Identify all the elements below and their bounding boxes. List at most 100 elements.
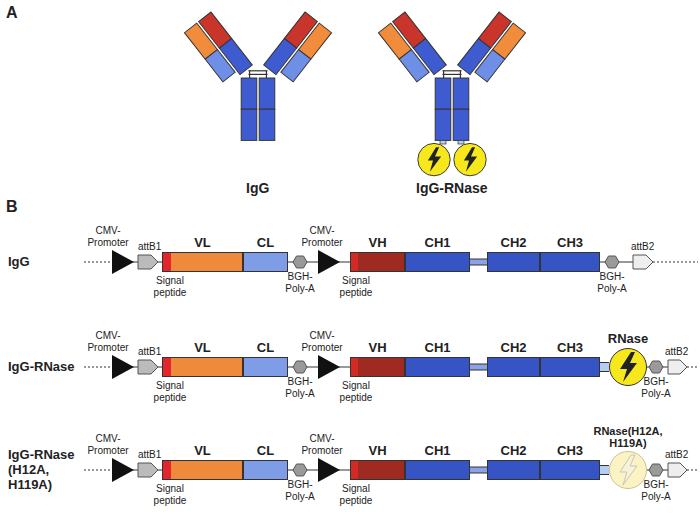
promoter-label: CMV-Promoter [84,225,132,248]
igg-rnase-antibody [378,12,525,176]
hinge-connector [469,470,488,471]
promoter-label: CMV-Promoter [84,433,132,456]
domain-label: CL [257,444,274,458]
constant-heavy-domain: CH2 [487,460,540,480]
hinge-connector [469,262,488,263]
panel-letter: A [6,4,18,22]
constant-heavy-domain: CH3 [540,252,600,272]
antibody-name: IgG-RNase [416,180,488,196]
attb-site [138,255,158,269]
construct-backbone [84,355,698,379]
construct-name: IgG-RNase [8,360,84,375]
attb-site [633,255,653,269]
inactive-rnase-circle: RNase(H12A, H119A) [609,451,647,489]
lightning-symbol [610,452,646,488]
attb-site [138,463,158,477]
constant-light-domain: CL [243,357,288,377]
constant-heavy-domain: CH1 [405,252,470,272]
constant-heavy-domain: CH2 [487,252,540,272]
domain-label: VL [194,341,211,355]
promoter-triangle [318,250,340,274]
polya-label: BGH-Poly-A [278,376,322,399]
promoter-triangle [112,250,134,274]
construct-name: IgG-RNase (H12A, H119A) [8,448,84,493]
promoter-label: CMV-Promoter [298,433,346,456]
promoter-label: CMV-Promoter [298,330,346,353]
site-label: attB1 [138,241,161,253]
promoter-triangle [318,355,340,379]
construct-backbone [84,250,698,274]
domain-label: VH [368,444,386,458]
construct-backbone [84,458,698,482]
domain-label: VH [368,236,386,250]
polya-hexagon [293,361,307,373]
polya-hexagon [649,464,663,476]
polya-hexagon [649,361,663,373]
constant-light-domain: CL [243,460,288,480]
variable-light-domain: VL [162,460,243,480]
signal-peptide-label: Signal peptide [147,275,193,298]
domain-label: CH3 [557,444,583,458]
signal-peptide-label: Signal peptide [147,483,193,506]
attb-site [138,360,158,374]
constant-heavy-domain: CH2 [487,357,540,377]
signal-peptide-label: Signal peptide [333,275,379,298]
domain-label: VH [368,341,386,355]
attb-site [668,463,687,477]
variable-heavy-domain: VH [350,357,405,377]
domain-label: CH1 [424,236,450,250]
attb-site [668,360,687,374]
site-label: attB1 [138,449,161,461]
hinge-connector [469,367,488,368]
promoter-triangle [112,458,134,482]
rnase-circle [454,143,486,175]
constant-heavy-domain: CH1 [405,357,470,377]
rnase-circle: RNase [609,348,647,386]
domain-label: CL [257,236,274,250]
promoter-triangle [318,458,340,482]
lightning-symbol [610,349,646,385]
panel-letter: B [6,198,18,216]
constant-heavy-domain: CH1 [405,460,470,480]
polya-hexagon [605,256,619,268]
variable-light-domain: VL [162,357,243,377]
polya-label: BGH-Poly-A [278,271,322,294]
site-label: attB2 [665,449,688,461]
signal-peptide-label: Signal peptide [333,483,379,506]
site-label: attB1 [138,346,161,358]
domain-label: CH2 [500,341,526,355]
promoter-triangle [112,355,134,379]
promoter-label: CMV-Promoter [84,330,132,353]
constant-light-domain: CL [243,252,288,272]
variable-heavy-domain: VH [350,460,405,480]
antibody-name: IgG [246,180,269,196]
polya-label: BGH-Poly-A [590,271,634,294]
domain-label: CL [257,341,274,355]
domain-label: CH1 [424,444,450,458]
domain-label: CH2 [500,236,526,250]
signal-peptide-label: Signal peptide [147,380,193,403]
domain-label: VL [194,236,211,250]
site-label: attB2 [665,346,688,358]
rnase-circle [418,143,450,175]
variable-heavy-domain: VH [350,252,405,272]
variable-light-domain: VL [162,252,243,272]
constant-heavy-domain: CH3 [540,460,600,480]
constant-heavy-domain: CH3 [540,357,600,377]
domain-label: RNase(H12A, H119A) [588,425,668,449]
promoter-label: CMV-Promoter [298,225,346,248]
domain-label: CH3 [557,236,583,250]
igg-antibody [184,12,331,140]
construct-name: IgG [8,255,84,270]
site-label: attB2 [631,241,654,253]
domain-label: CH3 [557,341,583,355]
domain-label: RNase [608,332,648,346]
domain-label: CH1 [424,341,450,355]
domain-label: CH2 [500,444,526,458]
domain-label: VL [194,444,211,458]
polya-hexagon [293,256,307,268]
polya-hexagon [293,464,307,476]
signal-peptide-label: Signal peptide [333,380,379,403]
polya-label: BGH-Poly-A [278,479,322,502]
